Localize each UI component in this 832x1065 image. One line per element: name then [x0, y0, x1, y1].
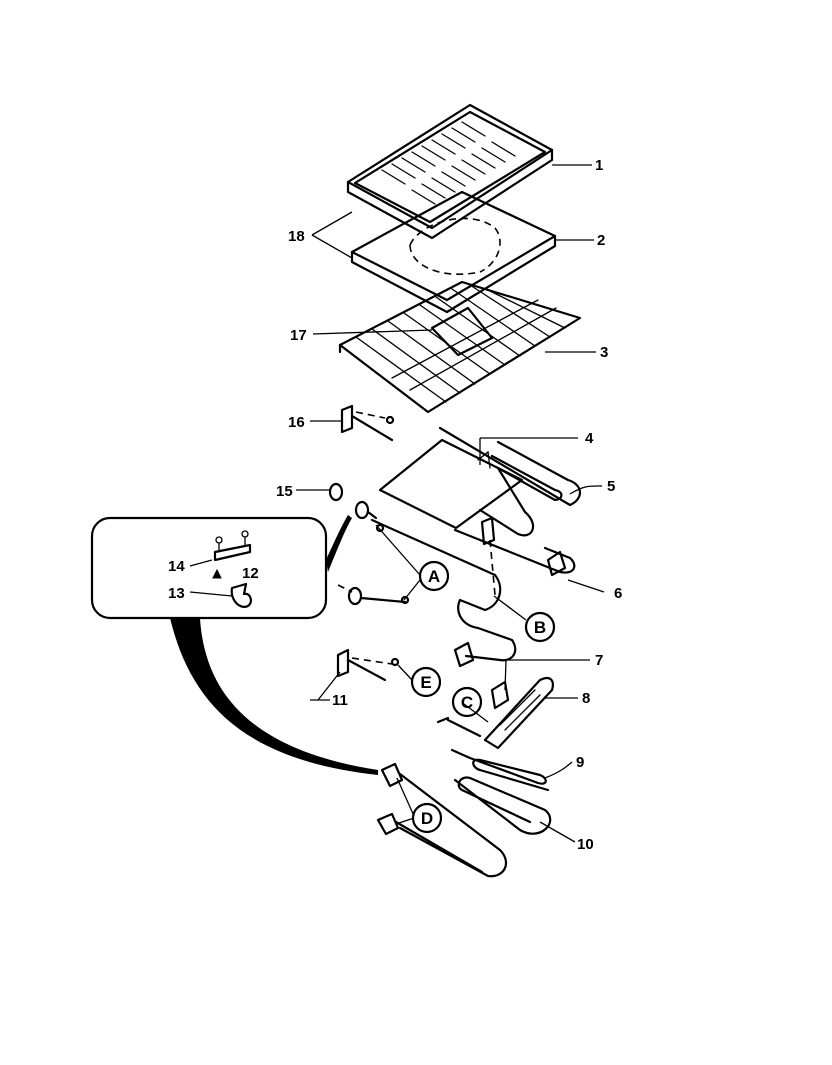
svg-text:C: C — [461, 693, 473, 712]
inset-pointer-arrow — [170, 618, 378, 775]
leader-lines — [189, 164, 605, 843]
callout-9: 9 — [576, 754, 584, 771]
callout-10: 10 — [577, 836, 594, 853]
callout-15: 15 — [276, 483, 293, 500]
callout-2: 2 — [597, 232, 605, 249]
broiler-grid-part-1 — [346, 103, 554, 240]
callout-3: 3 — [600, 344, 608, 361]
callout-4: 4 — [585, 430, 594, 447]
svg-text:B: B — [534, 618, 546, 637]
callout-18: 18 — [288, 228, 305, 245]
callout-12: 12 — [242, 565, 259, 582]
element-assembly-part-6 — [370, 516, 576, 668]
bracket-part-16 — [340, 404, 395, 442]
terminal-block-part-7 — [490, 680, 510, 710]
broil-element-part-5 — [438, 426, 581, 537]
callout-6: 6 — [614, 585, 622, 602]
svg-text:E: E — [420, 673, 431, 692]
terminal-bracket-part-8 — [483, 676, 554, 750]
grommet-part-15 — [328, 482, 410, 606]
letter-callout-A: A — [418, 560, 450, 592]
callout-7: 7 — [595, 652, 603, 669]
callout-1: 1 — [595, 157, 603, 174]
oven-rack-part-3 — [338, 280, 582, 414]
inset-pointer-top — [326, 515, 352, 572]
callout-8: 8 — [582, 690, 590, 707]
part-12-icon — [212, 568, 222, 579]
callout-5: 5 — [607, 478, 615, 495]
letter-callout-C: C — [451, 686, 483, 718]
callout-16: 16 — [288, 414, 305, 431]
callout-14: 14 — [168, 558, 185, 575]
broiler-pan-part-2 — [350, 190, 557, 314]
bake-element-part-10 — [453, 776, 552, 835]
bake-element-part-9 — [436, 716, 550, 792]
svg-text:D: D — [421, 809, 433, 828]
part-13-icon — [230, 582, 253, 608]
rack-label-part-17 — [430, 306, 494, 357]
letter-callout-E: E — [410, 666, 442, 698]
heat-shield-part-4 — [378, 438, 524, 530]
svg-text:A: A — [428, 567, 440, 586]
part-14-icon — [213, 543, 252, 562]
bracket-part-11 — [336, 648, 400, 682]
callout-11: 11 — [332, 692, 348, 709]
callout-13: 13 — [168, 585, 185, 602]
inset-detail-box — [90, 516, 328, 620]
lower-element-assembly — [376, 762, 508, 878]
letter-callout-D: D — [411, 802, 443, 834]
callout-17: 17 — [290, 327, 307, 344]
letter-callout-B: B — [524, 611, 556, 643]
number-callouts: 1 2 3 4 5 6 7 8 9 10 11 12 13 14 15 16 1… — [168, 157, 622, 853]
